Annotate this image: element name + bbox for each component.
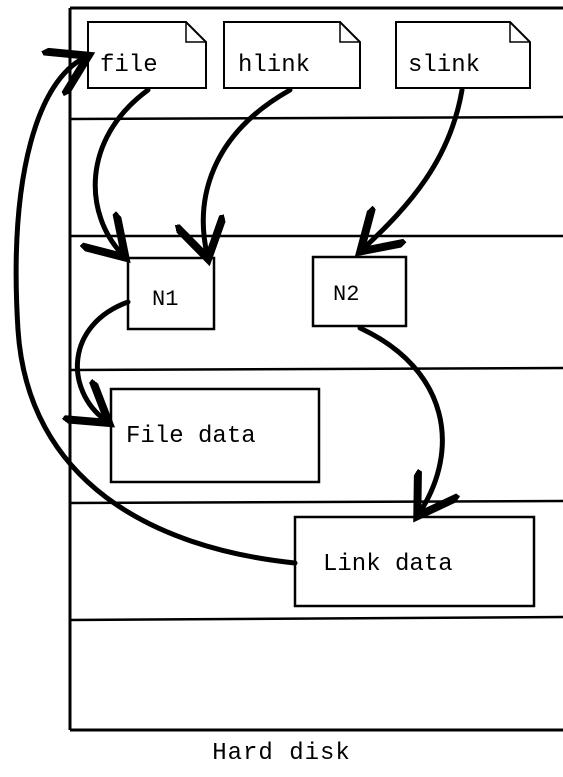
hlink-entry-label: hlink <box>238 52 310 79</box>
arrow-slink-to-n2 <box>364 87 465 248</box>
arrow-n1-to-file-data <box>77 299 131 420</box>
arrow-hlink-to-n1 <box>203 87 293 254</box>
partition-line <box>69 499 563 505</box>
disk-partitions <box>69 115 563 622</box>
inode-n2: N2 <box>311 255 408 328</box>
arrow-file-to-n1 <box>95 87 151 254</box>
hlink-entry: hlink <box>223 21 361 89</box>
partition-line <box>69 366 563 372</box>
inode-n1-label: N1 <box>152 287 178 312</box>
partition-line <box>69 615 563 622</box>
file-data-label: File data <box>126 423 256 450</box>
file-entry: file <box>87 21 207 89</box>
hard-disk-caption: Hard disk <box>212 740 351 767</box>
slink-entry: slink <box>395 21 531 89</box>
arrow-n2-to-link-data <box>357 325 442 512</box>
file-entry-label: file <box>100 52 158 79</box>
file-data-block: File data <box>109 387 321 484</box>
inode-n2-label: N2 <box>333 282 359 307</box>
arrow-link-data-to-file <box>13 58 298 566</box>
link-data-block: Link data <box>293 515 536 608</box>
partition-line <box>69 115 563 121</box>
inode-n1: N1 <box>126 256 216 331</box>
slink-entry-label: slink <box>408 52 480 79</box>
link-data-label: Link data <box>323 551 453 578</box>
